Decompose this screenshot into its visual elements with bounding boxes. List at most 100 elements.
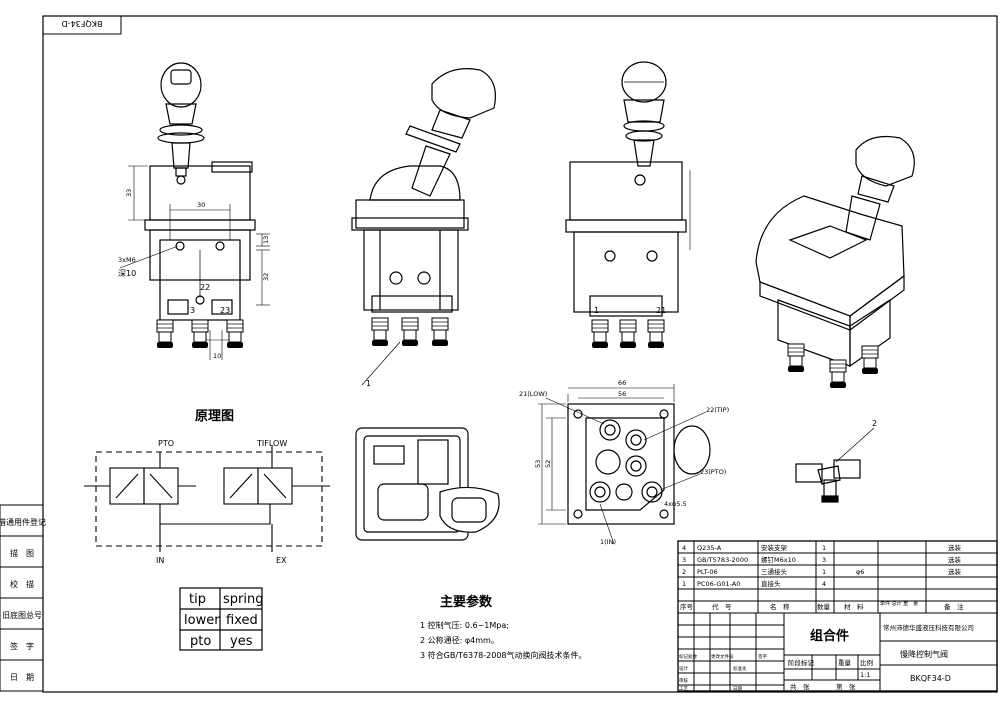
- scale-value: 1:1: [860, 671, 870, 679]
- bom-cell: PC06-G01-A0: [697, 580, 740, 588]
- fitting-icon: [401, 317, 419, 347]
- fitting-icon: [619, 319, 637, 349]
- bom-cell: 1: [822, 568, 826, 576]
- strip-label: 借通用件登记: [0, 517, 46, 527]
- tiflow-label: TIFLOW: [256, 439, 287, 448]
- tb-label: 重量: [838, 659, 852, 667]
- tb-label: 签字: [758, 653, 767, 660]
- assembly-label: 组合件: [810, 628, 849, 644]
- status-cell: pto: [190, 634, 211, 649]
- fitting-icon: [191, 319, 209, 349]
- bom-cell: GB/T5783-2000: [697, 556, 748, 564]
- drawing-code: BKQF34-D: [910, 674, 951, 683]
- company-name: 常州沛德华盛液压科技有限公司: [883, 623, 974, 632]
- tb-label: 日期: [733, 686, 742, 692]
- bom-cell: 1: [822, 544, 826, 552]
- dim-label: 52: [544, 460, 552, 468]
- side-strip: 借通用件登记 描 图 校 描 旧底图总号 签 字 日 期: [0, 504, 46, 692]
- bom-cell: 选装: [948, 543, 962, 552]
- code-box: [42, 15, 122, 35]
- in-label: IN: [156, 556, 164, 565]
- bom-cell: 3: [682, 556, 686, 564]
- port-number: 23: [220, 306, 230, 315]
- dim-label: 33: [125, 189, 133, 197]
- bom-cell: 2: [682, 568, 686, 576]
- strip-label: 校 描: [10, 579, 34, 589]
- params-title: 主要参数: [440, 594, 493, 610]
- port-view: [538, 384, 711, 545]
- tb-label: 更改文件号: [711, 653, 734, 660]
- bom-cell: PLT-06: [697, 568, 718, 576]
- top-view: [355, 427, 500, 541]
- port-number: 21: [656, 306, 666, 315]
- bom-cell: 1: [682, 580, 686, 588]
- callout-label: 2: [872, 419, 877, 428]
- strip-label: 签 字: [10, 641, 34, 651]
- bom-cell: 螺钉M6x10: [761, 555, 796, 564]
- bom-cell: Q235-A: [697, 544, 722, 552]
- bom-header: 序号: [680, 602, 694, 611]
- status-cell: lower: [184, 613, 220, 628]
- dim-label: 66: [618, 379, 626, 387]
- dim-label: 32: [262, 273, 270, 281]
- callout-label: 1: [366, 379, 371, 388]
- dim-label: 深10: [118, 269, 136, 278]
- isometric-view: [755, 135, 915, 368]
- schematic-title: 原理图: [195, 409, 234, 424]
- tb-label: 设计: [679, 665, 688, 672]
- border-frame: [42, 15, 998, 693]
- fitting-icon: [829, 359, 847, 389]
- bom-header: 备 注: [944, 602, 964, 611]
- bom-table: [677, 540, 998, 692]
- tb-label: 标记处数: [679, 653, 697, 660]
- tb-label: 第 张: [836, 682, 856, 691]
- bom-cell: 安装支架: [761, 543, 788, 552]
- bom-header: 代 号: [712, 602, 732, 611]
- port-label: 23(PTO): [700, 468, 726, 476]
- pneumatic-schematic: [84, 446, 330, 552]
- fitting-icon: [647, 319, 665, 349]
- bom-cell: 三通接头: [761, 567, 788, 576]
- bom-cell: φ6: [856, 568, 864, 576]
- bom-cell: 3: [822, 556, 826, 564]
- status-table: [179, 587, 263, 651]
- strip-label: 日 期: [10, 673, 34, 682]
- tb-label: 标准化: [733, 665, 747, 672]
- status-cell: yes: [230, 634, 253, 649]
- param-line: 3 符合GB/T6378-2008气动换向阀技术条件。: [420, 650, 587, 660]
- fitting-icon: [431, 317, 449, 347]
- port-label: 21(LOW): [519, 390, 547, 398]
- fitting-icon: [156, 319, 174, 349]
- dim-label: 4xφ5.5: [664, 500, 687, 508]
- tb-label: 阶段标记: [788, 658, 815, 667]
- bom-header: 数量: [817, 602, 831, 611]
- tb-label: 审核: [679, 677, 688, 684]
- dim-label: 56: [618, 390, 626, 398]
- fitting-icon: [787, 343, 805, 373]
- port-label: 22(TIP): [706, 406, 729, 414]
- flipped-code: BKQF34-D: [62, 19, 103, 28]
- pto-label: PTO: [158, 439, 174, 448]
- bom-cell: 选装: [948, 567, 962, 576]
- dim-label: 3xM6: [118, 256, 136, 264]
- fitting-icon: [226, 319, 244, 349]
- tb-label: 共 张: [790, 682, 810, 691]
- bom-header: 材 料: [844, 602, 864, 611]
- side-view: [351, 68, 496, 386]
- product-name: 慢降控制气阀: [900, 649, 948, 659]
- status-cell: spring: [223, 592, 263, 607]
- bom-cell: 选装: [948, 555, 962, 564]
- dim-label: 30: [197, 201, 205, 209]
- port-label: 1(IN): [600, 538, 616, 546]
- strip-label: 旧底图总号: [2, 610, 42, 620]
- param-line: 1 控制气压: 0.6~1Mpa;: [420, 620, 509, 630]
- bom-header: 单件 总计 重 量: [880, 600, 918, 607]
- port-number: 22: [200, 283, 210, 292]
- fitting-icon: [591, 319, 609, 349]
- dim-label: 10: [213, 352, 221, 360]
- bom-cell: 4: [822, 580, 826, 588]
- port-number: 1: [594, 306, 599, 315]
- dim-label: 53: [534, 460, 542, 468]
